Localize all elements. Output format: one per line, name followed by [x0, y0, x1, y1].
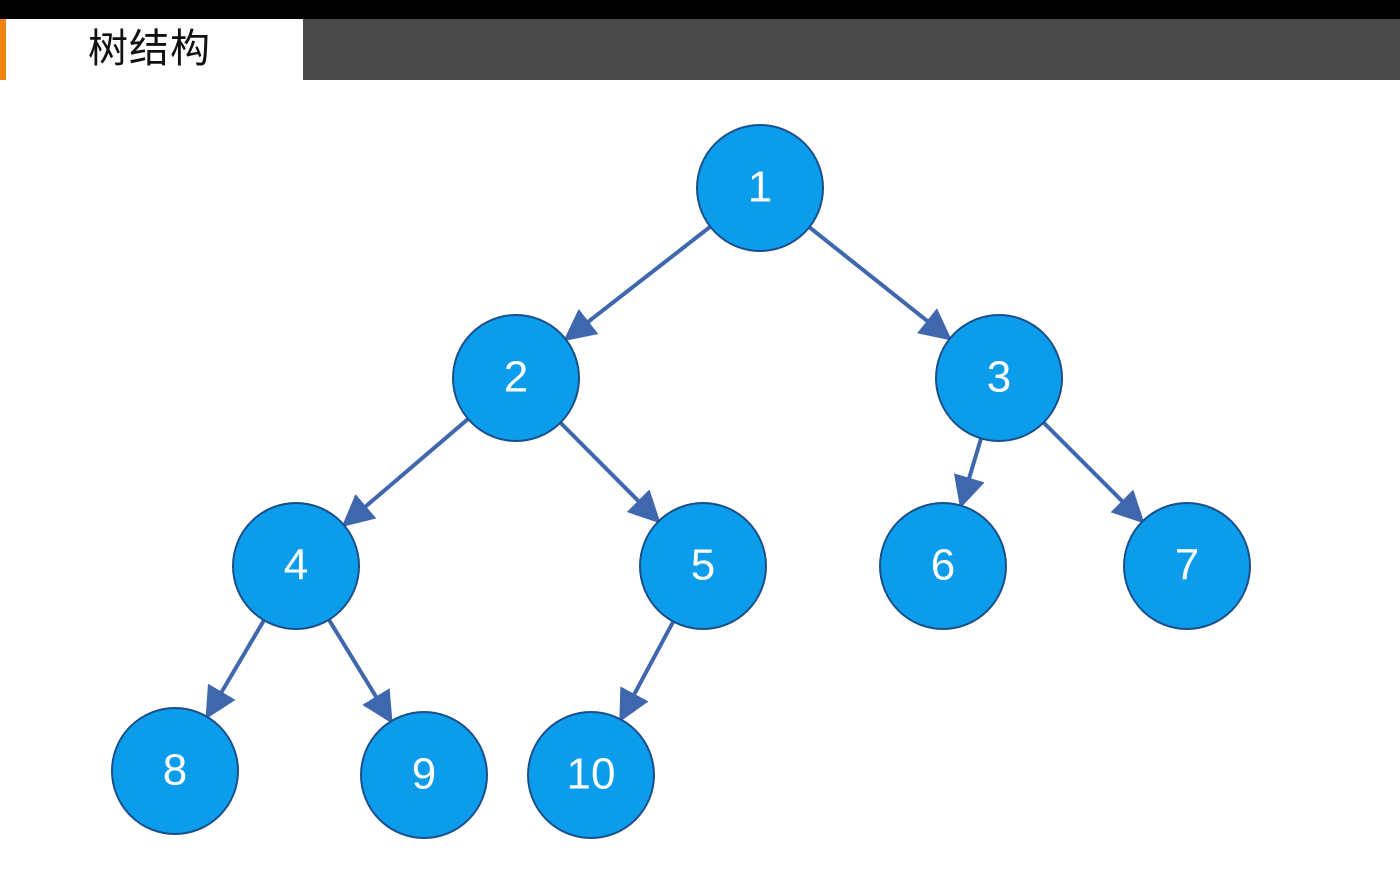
- edge-2-to-5: [557, 419, 661, 524]
- node-label: 3: [987, 353, 1011, 402]
- node-label: 2: [504, 353, 528, 402]
- node-circle: [696, 124, 824, 252]
- node-circle: [232, 502, 360, 630]
- node-circle: [639, 502, 767, 630]
- tree-node-2: 2: [452, 314, 580, 442]
- tree-node-5: 5: [639, 502, 767, 630]
- tree-edges: [205, 223, 1145, 724]
- tree-node-10: 10: [527, 711, 655, 839]
- edge-2-to-4: [341, 416, 471, 528]
- edge-5-to-10: [619, 618, 676, 723]
- header-dark-band: [303, 19, 1400, 80]
- tree-node-4: 4: [232, 502, 360, 630]
- node-label: 6: [931, 541, 955, 590]
- tree-node-1: 1: [696, 124, 824, 252]
- tree-node-3: 3: [935, 314, 1063, 442]
- node-circle: [452, 314, 580, 442]
- edge-1-to-2: [563, 223, 714, 342]
- title-box: [0, 19, 303, 80]
- node-label: 1: [748, 163, 772, 212]
- node-circle: [360, 711, 488, 839]
- tree-nodes: 1 2 3 4 5 6 7 8 9 10: [111, 124, 1251, 839]
- node-circle: [527, 711, 655, 839]
- node-label: 5: [691, 541, 715, 590]
- slide-title: 树结构: [88, 26, 211, 72]
- node-label: 10: [567, 750, 616, 799]
- node-circle: [111, 707, 239, 835]
- edge-4-to-9: [326, 616, 393, 724]
- top-black-bar: [0, 0, 1400, 19]
- node-circle: [879, 502, 1007, 630]
- tree-node-8: 8: [111, 707, 239, 835]
- edge-3-to-7: [1040, 419, 1145, 524]
- edge-4-to-8: [205, 617, 267, 720]
- edge-3-to-6: [953, 435, 985, 509]
- node-circle: [935, 314, 1063, 442]
- node-circle: [1123, 502, 1251, 630]
- edge-1-to-3: [806, 224, 953, 341]
- node-label: 8: [163, 746, 187, 795]
- node-label: 9: [412, 750, 436, 799]
- tree-node-6: 6: [879, 502, 1007, 630]
- node-label: 4: [284, 541, 308, 590]
- node-label: 7: [1175, 541, 1199, 590]
- tree-node-9: 9: [360, 711, 488, 839]
- title-accent-bar: [0, 19, 6, 80]
- tree-node-7: 7: [1123, 502, 1251, 630]
